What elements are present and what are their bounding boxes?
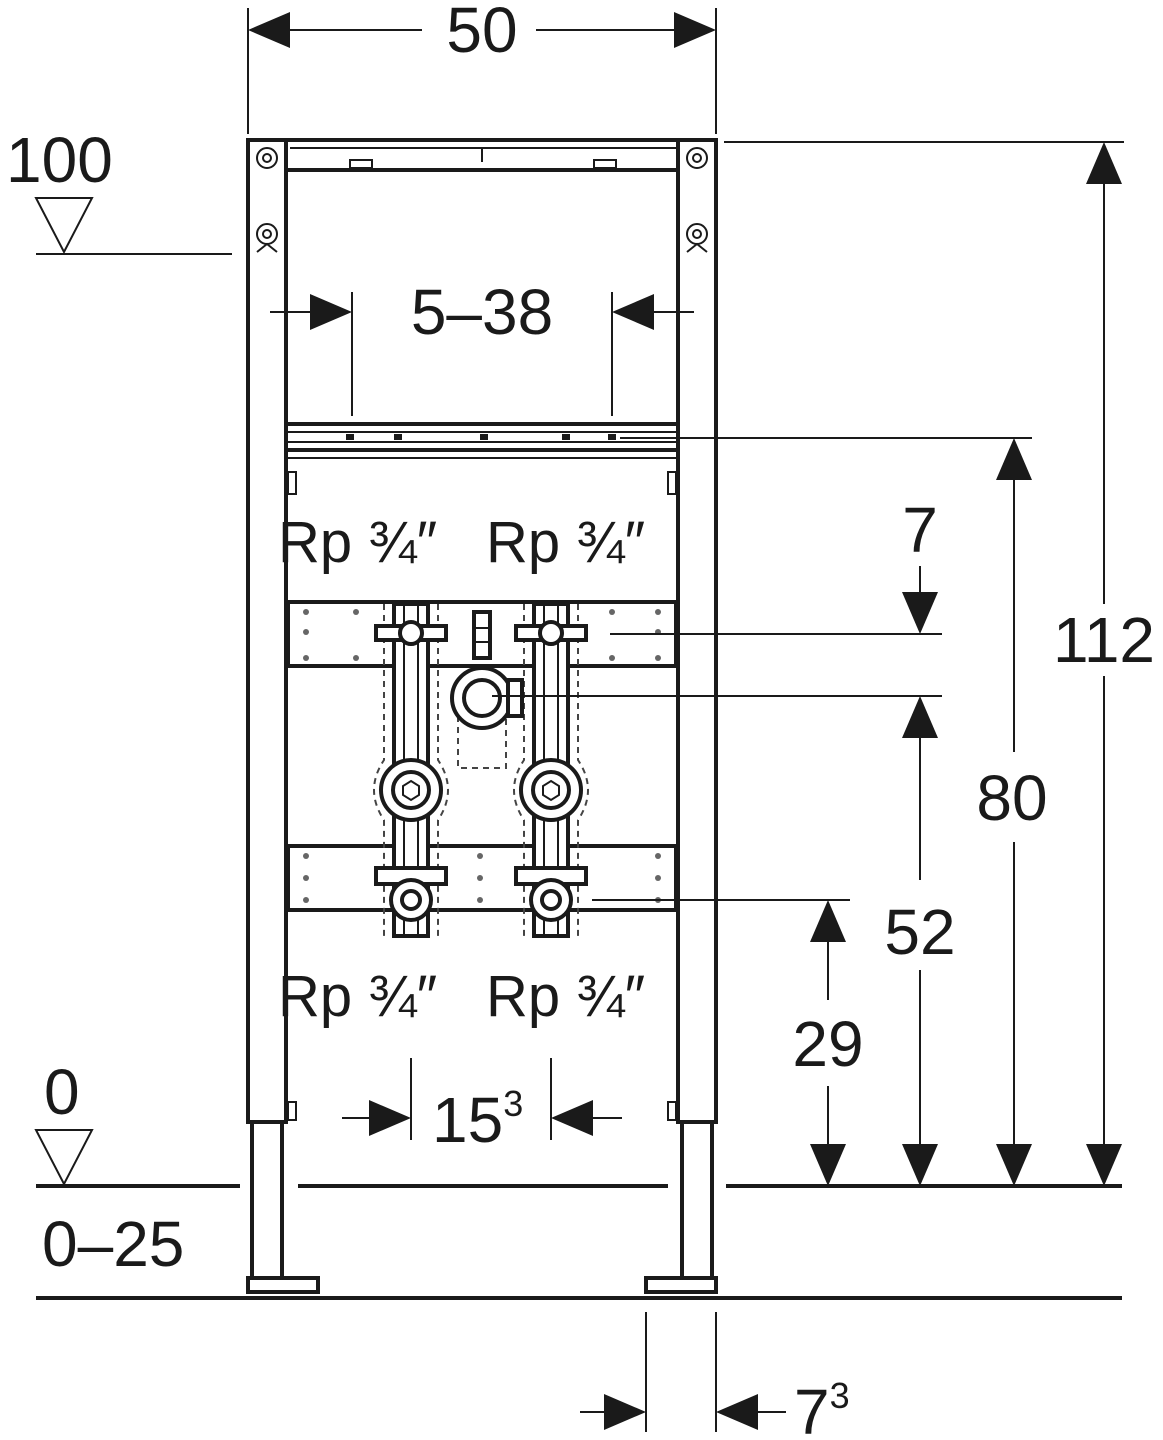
dim-height-upper-inlet: 52 [884, 896, 955, 968]
level-marker-100 [34, 197, 94, 255]
dim-height-lower-inlet: 29 [792, 1008, 863, 1080]
dim-width-total: 50 [446, 0, 517, 66]
dim-foot-offset: 73 [794, 1375, 850, 1440]
connection-bottom-right: Rp ¾″ [486, 964, 645, 1029]
connection-bottom-left: Rp ¾″ [278, 964, 437, 1029]
dim-inlet-spacing: 153 [432, 1083, 523, 1156]
dim-foot-offset-main: 7 [794, 1376, 830, 1440]
water-pipes [373, 602, 589, 940]
floor-lines [36, 253, 1122, 1300]
dim-inlet-spacing-sup: 3 [503, 1083, 523, 1124]
level-marker-0 [34, 1129, 94, 1187]
level-zero-label: 0 [44, 1056, 80, 1128]
dim-gap-upper: 7 [902, 494, 938, 566]
dim-height-crossbar: 80 [976, 762, 1047, 834]
dim-bracket-range: 5–38 [411, 276, 553, 348]
dim-inlet-spacing-main: 15 [432, 1084, 503, 1156]
dimension-lines [247, 8, 1124, 1432]
level-upper-label: 100 [6, 124, 113, 196]
dim-foot-offset-sup: 3 [830, 1375, 850, 1416]
connection-top-left: Rp ¾″ [278, 510, 437, 575]
connection-top-right: Rp ¾″ [486, 510, 645, 575]
level-floor-range-label: 0–25 [42, 1208, 184, 1280]
dim-height-total: 112 [1053, 604, 1155, 676]
